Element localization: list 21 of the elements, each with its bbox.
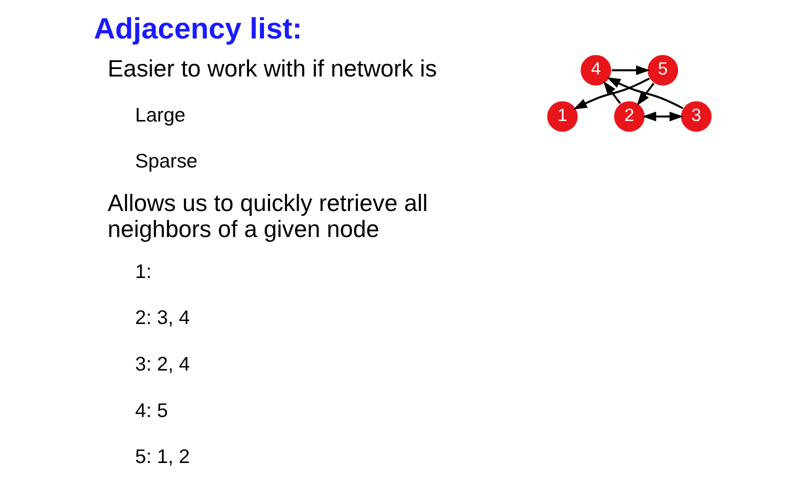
diagram-title: Adjacency list: (93, 12, 302, 46)
label: Easier to work with if network is (107, 56, 436, 82)
arrow (642, 112, 683, 122)
label: 3: 2, 4 (134, 354, 190, 376)
label: Allows us to quickly retrieve all neighbors of a given node (107, 191, 428, 243)
node-circle: 3 (680, 100, 712, 133)
node-circle: 1 (546, 100, 578, 133)
node-circle: 5 (646, 54, 679, 86)
node-circle: 2 (612, 100, 646, 133)
label: 4: 5 (134, 400, 168, 422)
label: 1: (134, 260, 152, 283)
arrow (572, 78, 650, 110)
node-circle: 4 (579, 54, 612, 86)
label: Sparse (134, 150, 198, 173)
arrow (602, 80, 621, 104)
label: Large (134, 104, 185, 126)
arrow (606, 77, 683, 110)
label: 5: 1, 2 (134, 446, 190, 468)
arrow (636, 82, 654, 106)
label: 2: 3, 4 (134, 307, 190, 330)
arrow (611, 65, 650, 76)
